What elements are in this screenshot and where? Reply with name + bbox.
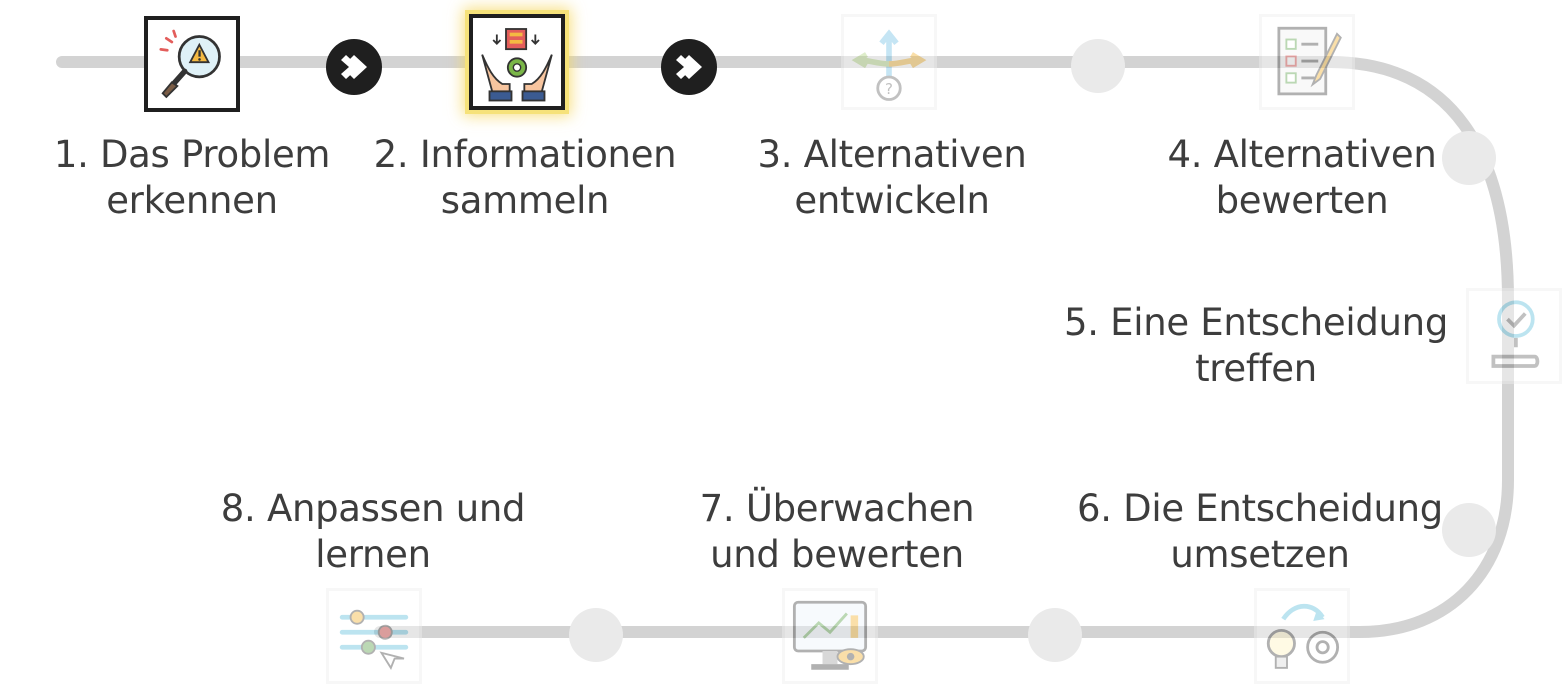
step-2-icon-box[interactable] bbox=[469, 14, 565, 110]
connector-node bbox=[1442, 503, 1496, 557]
step-1-subtitle: erkennen bbox=[106, 179, 278, 222]
step-4-subtitle: bewerten bbox=[1215, 179, 1389, 222]
step-4-title: 4. Alternativen bbox=[1167, 133, 1437, 176]
connector-node bbox=[1442, 131, 1496, 185]
step-5-subtitle: treffen bbox=[1195, 347, 1317, 390]
step-6-label: 6. Die Entscheidung umsetzen bbox=[1060, 486, 1460, 578]
hand-checkmark-icon bbox=[1491, 300, 1540, 368]
lightbulb-gear-icon bbox=[1266, 603, 1340, 669]
connector-node bbox=[569, 608, 623, 662]
step-1-title: 1. Das Problem bbox=[53, 133, 331, 176]
monitor-chart-eye-icon bbox=[792, 600, 868, 670]
step-5-label: 5. Eine Entscheidung treffen bbox=[1050, 300, 1462, 392]
step-6-subtitle: umsetzen bbox=[1170, 533, 1350, 576]
step-2-title: 2. Informationen bbox=[373, 133, 677, 176]
magnifier-warning-icon bbox=[159, 29, 221, 99]
step-6-title: 6. Die Entscheidung bbox=[1077, 487, 1443, 530]
split-arrows-question-icon: ? bbox=[851, 29, 927, 101]
step-3-subtitle: entwickeln bbox=[794, 179, 990, 222]
checklist-pencil-icon bbox=[1277, 26, 1342, 96]
step-7-icon-box[interactable] bbox=[782, 588, 878, 684]
step-8-label: 8. Anpassen und lernen bbox=[200, 486, 546, 578]
adjust-sliders-icon bbox=[339, 609, 409, 670]
step-6-icon-box[interactable] bbox=[1254, 588, 1350, 684]
step-5-icon-box[interactable] bbox=[1466, 288, 1562, 384]
svg-text:?: ? bbox=[885, 80, 893, 98]
step-3-label: 3. Alternativen entwickeln bbox=[740, 132, 1044, 224]
step-7-label: 7. Überwachen und bewerten bbox=[680, 486, 994, 578]
step-7-title: 7. Überwachen bbox=[699, 487, 975, 530]
step-2-subtitle: sammeln bbox=[440, 179, 610, 222]
next-arrow-button-1[interactable] bbox=[326, 39, 382, 95]
step-8-icon-box[interactable] bbox=[326, 588, 422, 684]
step-2-label: 2. Informationen sammeln bbox=[360, 132, 690, 224]
connector-node bbox=[1028, 608, 1082, 662]
step-3-title: 3. Alternativen bbox=[757, 133, 1027, 176]
step-7-subtitle: und bewerten bbox=[710, 533, 964, 576]
chevron-right-icon bbox=[341, 55, 367, 79]
step-4-icon-box[interactable] bbox=[1259, 14, 1355, 110]
next-arrow-button-2[interactable] bbox=[661, 39, 717, 95]
step-1-label: 1. Das Problem erkennen bbox=[50, 132, 334, 224]
chevron-right-icon bbox=[676, 55, 702, 79]
connector-node bbox=[1071, 39, 1125, 93]
hands-gear-data-icon bbox=[481, 28, 553, 102]
step-3-icon-box[interactable]: ? bbox=[841, 14, 937, 110]
step-1-icon-box[interactable] bbox=[144, 16, 240, 112]
step-5-title: 5. Eine Entscheidung bbox=[1063, 301, 1449, 344]
step-4-label: 4. Alternativen bewerten bbox=[1150, 132, 1454, 224]
step-8-title: 8. Anpassen und bbox=[220, 487, 526, 530]
step-8-subtitle: lernen bbox=[315, 533, 431, 576]
